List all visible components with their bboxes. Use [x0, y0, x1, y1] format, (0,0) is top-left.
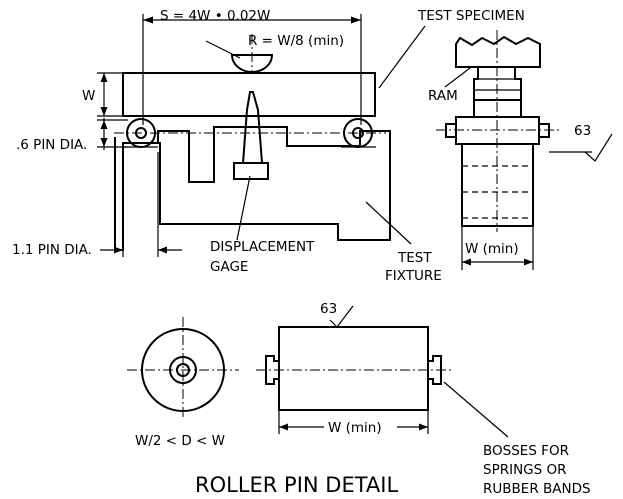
ram-leader: [444, 67, 471, 88]
test-specimen-leader: [378, 25, 426, 89]
span-label: S = 4W • 0.02W: [160, 8, 270, 24]
detail-w-min-label: W (min): [328, 420, 382, 436]
side-w-arrow-left: [462, 258, 471, 266]
surface-finish-bottom-label: 63: [320, 301, 337, 317]
bosses-leader: [443, 381, 509, 438]
span-right-arrow: [351, 16, 361, 24]
ram-head: [455, 35, 541, 68]
span-left-arrow: [143, 16, 153, 24]
surface-finish-top-icon: [584, 133, 613, 162]
displacement-gage-leader: [236, 175, 251, 241]
displacement-label-line1: DISPLACEMENT: [210, 239, 315, 255]
test-fixture: [114, 126, 391, 251]
surface-finish-top-label: 63: [574, 123, 591, 139]
side-w-min-label: W (min): [465, 241, 519, 257]
test-specimen-label: TEST SPECIMEN: [417, 8, 525, 24]
pin06-label: .6 PIN DIA.: [16, 137, 87, 153]
loading-nose: [230, 54, 274, 73]
pin06-arrow-bottom: [100, 138, 108, 147]
pin11-label: 1.1 PIN DIA.: [12, 242, 92, 258]
side-w-arrow-right: [524, 258, 533, 266]
gage-body: [233, 162, 269, 180]
w-dim-arrow-bottom: [100, 107, 108, 116]
test-fixture-leader: [365, 201, 412, 245]
w-dim-arrow-top: [100, 73, 108, 82]
pin11-arrow-right: [158, 246, 167, 254]
side-fixture-body: [461, 143, 534, 227]
bosses-label-line3: RUBBER BANDS: [483, 481, 591, 497]
pin11-arrow-left: [114, 246, 123, 254]
bosses-label-line1: BOSSES FOR: [483, 443, 569, 459]
surface-finish-bottom-icon: [329, 305, 354, 328]
test-fixture-label-line1: TEST: [397, 250, 432, 266]
ram-label: RAM: [428, 88, 458, 104]
bosses-label-line2: SPRINGS OR: [483, 462, 567, 478]
test-fixture-label-line2: FIXTURE: [385, 268, 442, 284]
test-specimen-beam: [122, 72, 376, 117]
detail-w-arrow-right: [419, 423, 428, 431]
roller-pin-detail-title: ROLLER PIN DETAIL: [195, 473, 398, 497]
w-dim-label: W: [82, 88, 95, 104]
roller-pin-detail: W/2 < D < W 63 W (min) BOSSES FOR SPRING…: [127, 301, 591, 497]
detail-w-arrow-left: [279, 423, 288, 431]
front-view: S = 4W • 0.02W TEST SPECIMEN R = W/8 (mi…: [12, 8, 525, 284]
diameter-rule-label: W/2 < D < W: [135, 433, 225, 449]
side-view: RAM 63 W (min): [428, 30, 613, 270]
pin06-arrow-top: [100, 120, 108, 129]
detail-pin-body: [278, 326, 429, 411]
radius-label: R = W/8 (min): [248, 33, 344, 49]
displacement-label-line2: GAGE: [210, 259, 248, 275]
